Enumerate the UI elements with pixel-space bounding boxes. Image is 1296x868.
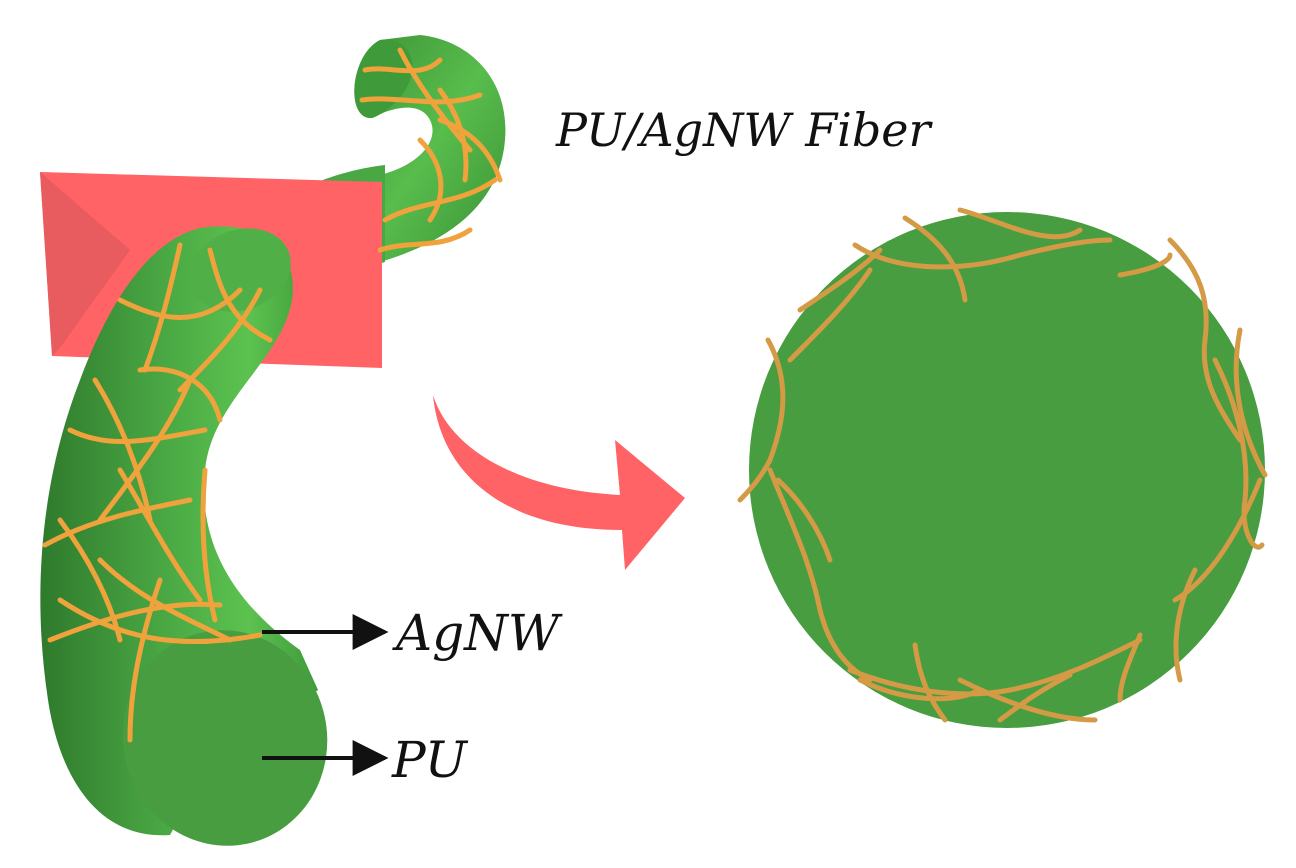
nanowire [1117,632,1143,703]
nanowire [97,557,233,643]
nanowire [787,267,873,363]
nanowire [382,177,498,223]
nanowire [117,467,203,603]
nanowire [437,87,469,183]
nanowire [797,247,883,313]
nanowire [97,377,193,523]
nanowire [957,677,1098,723]
nanowire [1233,327,1268,478]
nanowire [362,57,443,74]
nanowire [1212,357,1265,550]
agnw-network-3d [42,47,503,743]
nanowire [737,337,786,503]
diagram-title: PU/AgNW Fiber [555,103,934,157]
nanowire [767,467,873,683]
nanowire [92,377,153,523]
pu-label: PU [391,731,469,789]
fiber-cross-section-face [122,630,328,846]
nanowire [42,497,193,548]
nanowire [397,47,473,153]
nanowire [1167,237,1243,443]
nanowire [857,677,983,702]
nanowire [1172,477,1263,603]
nanowire [852,237,1113,270]
nanowire [912,642,948,723]
nanowire [47,601,223,643]
fiber-3d-model [40,35,506,846]
cut-plane-shadow [40,172,130,356]
nanowire [142,242,183,373]
agnw-network-cross-section [737,207,1268,723]
nanowire [437,117,503,183]
nanowire [417,137,444,223]
pu-core-circle [749,212,1265,728]
agnw-label: AgNW [392,604,563,662]
nanowire [377,227,473,253]
curved-arrow-icon [433,395,685,570]
nanowire [902,215,968,303]
nanowire [117,287,243,320]
nanowire [359,92,483,105]
nanowire [847,637,1143,697]
nanowire [775,477,833,563]
nanowire [1117,252,1173,278]
nanowire [957,207,1083,240]
fiber-cross-section [737,207,1268,728]
fiber-tube-top-cap [189,228,291,312]
nanowire [67,427,208,445]
nanowire [1173,567,1198,683]
nanowire [997,672,1073,723]
